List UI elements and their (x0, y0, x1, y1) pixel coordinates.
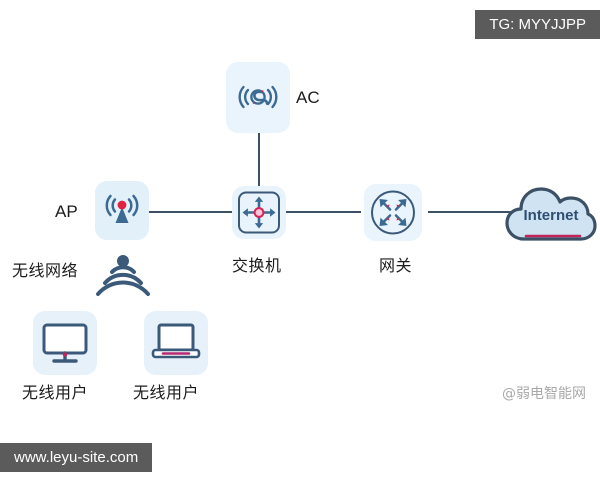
site-watermark-chip: www.leyu-site.com (0, 443, 153, 472)
access-point-antenna-icon (105, 194, 139, 223)
node-internet[interactable]: Internet (504, 181, 598, 247)
switch-four-arrows-icon (238, 191, 280, 234)
desktop-monitor-icon (42, 323, 88, 363)
author-watermark: @弱电智能网 (502, 386, 586, 402)
link-switch-to-gateway (286, 211, 361, 213)
node-ap-label: AP (55, 202, 78, 221)
cloud-icon (505, 187, 597, 241)
node-switch-label: 交换机 (232, 256, 282, 275)
link-ap-to-switch (148, 211, 232, 213)
node-ac-label: AC (296, 88, 320, 107)
link-gateway-to-internet (428, 211, 518, 213)
wifi-signal-icon (96, 255, 150, 296)
node-gateway[interactable] (364, 184, 422, 241)
link-ac-to-switch (258, 133, 260, 188)
node-ac[interactable] (226, 62, 290, 133)
gateway-router-x-arrows-icon (371, 190, 415, 235)
wireless-network-label: 无线网络 (12, 261, 79, 280)
node-user-desktop-label: 无线用户 (22, 383, 89, 402)
node-user-laptop-label: 无线用户 (133, 383, 200, 402)
wireless-controller-icon (238, 85, 278, 108)
tg-watermark-chip: TG: MYYJJPP (475, 10, 600, 39)
node-gateway-label: 网关 (379, 256, 413, 275)
node-ap[interactable] (95, 181, 149, 240)
node-user-desktop[interactable] (33, 311, 97, 375)
node-user-laptop[interactable] (144, 311, 208, 375)
laptop-icon (151, 323, 201, 359)
wireless-network-icon-wrap (92, 252, 154, 300)
node-switch[interactable] (232, 186, 286, 239)
